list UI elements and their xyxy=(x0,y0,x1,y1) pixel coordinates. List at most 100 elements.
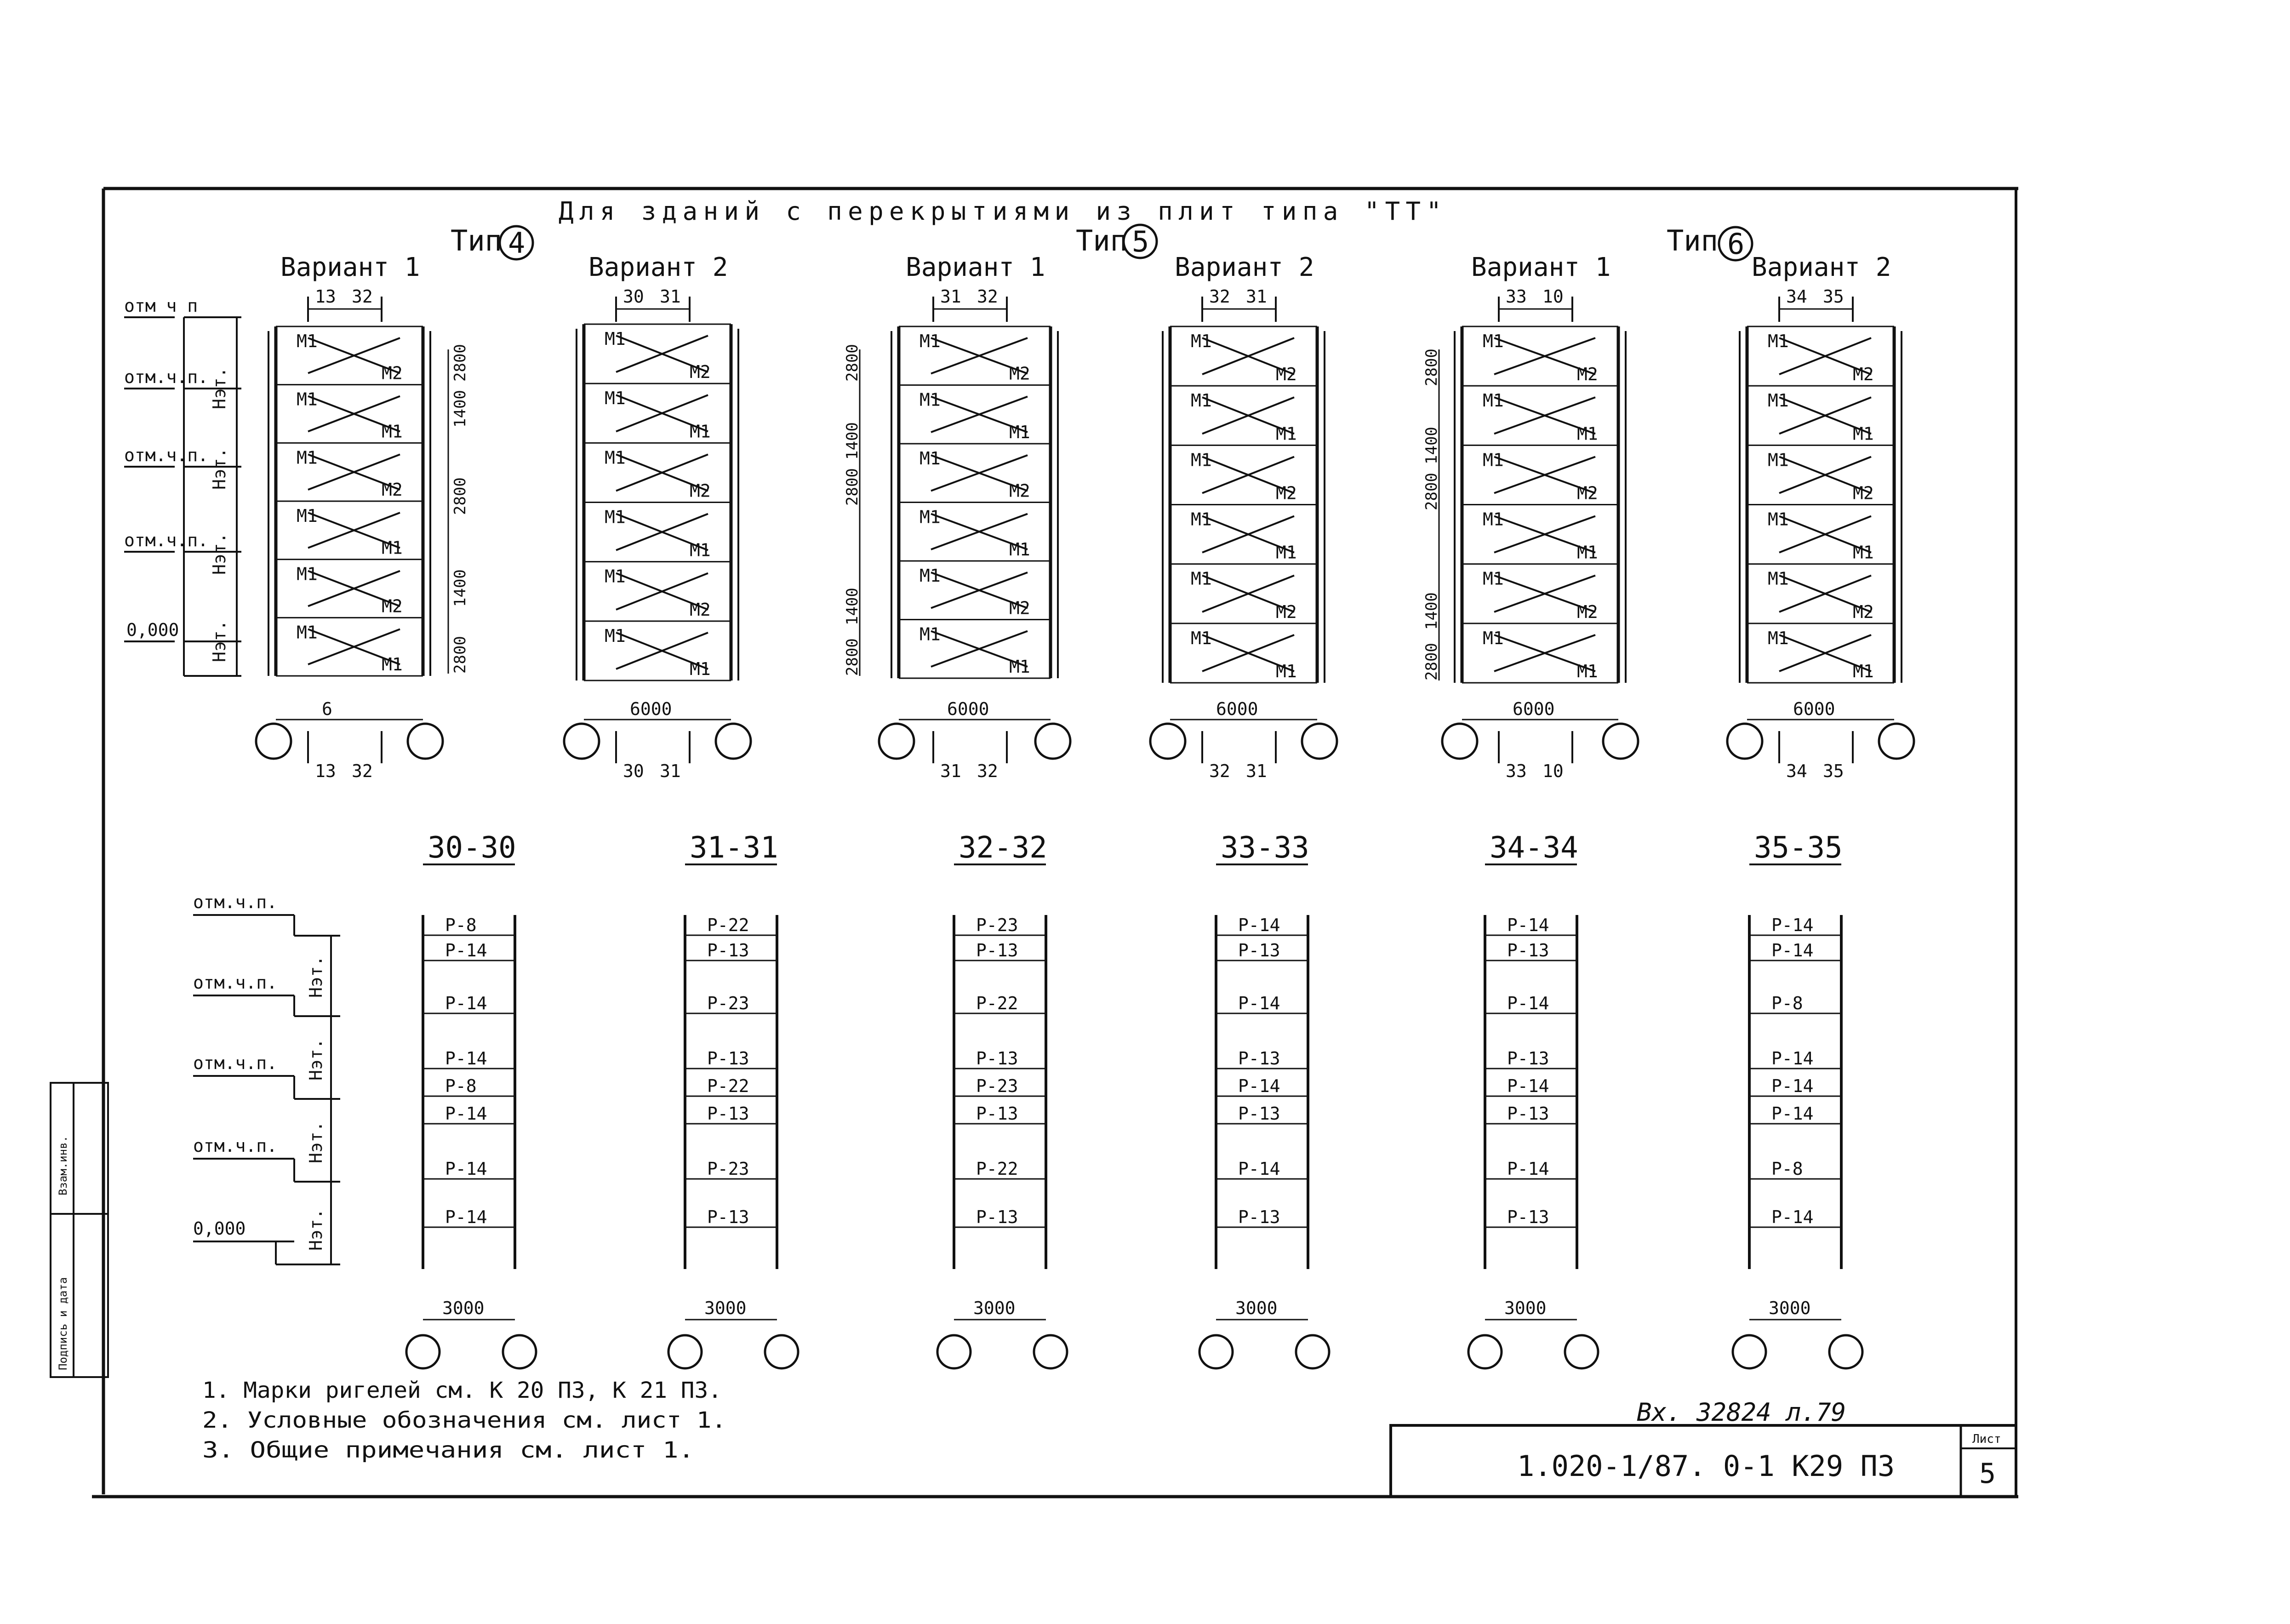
brace-label-m1: М1 xyxy=(1768,331,1789,351)
section-axis-bubble-right xyxy=(1828,1334,1864,1370)
type-5-number: 5 xyxy=(1132,225,1149,258)
beam-label: Р-13 xyxy=(1238,1048,1280,1069)
brace-label-m1: М1 xyxy=(1768,390,1789,411)
upper-elev-4: отм.ч.п. xyxy=(124,530,208,550)
cut-label-top-left: 30 xyxy=(623,286,644,307)
cut-label-bottom-right: 32 xyxy=(352,761,373,781)
section-axis-bubble-right xyxy=(502,1334,537,1370)
section-span-label: 3000 xyxy=(1769,1298,1811,1318)
brace-label-m2: М2 xyxy=(382,363,403,383)
type-4-number: 4 xyxy=(508,226,525,260)
brace-label-m2: М2 xyxy=(1009,481,1030,501)
cut-label-bottom-right: 35 xyxy=(1823,761,1844,781)
brace-label-m2: М1 xyxy=(690,540,711,560)
frame-variant-label: Вариант 2 xyxy=(1752,252,1891,282)
beam-label: Р-14 xyxy=(1238,1076,1280,1096)
type-4-label: Тип xyxy=(451,224,502,257)
cut-label-bottom-right: 31 xyxy=(1246,761,1267,781)
section-axis-bubble-left xyxy=(1731,1334,1767,1370)
brace-label-m2: М2 xyxy=(1577,602,1598,622)
brace-diagonal xyxy=(1202,574,1295,613)
brace-diagonal xyxy=(308,395,400,433)
axis-bubble-left xyxy=(1726,722,1764,760)
upper-elev-2: отм.ч.п. xyxy=(124,367,208,387)
brace-diagonal xyxy=(308,570,400,607)
axis-bubble-right xyxy=(1034,722,1072,760)
brace-label-m1: М1 xyxy=(1483,450,1504,470)
section-axis-bubble-left xyxy=(405,1334,441,1370)
brace-label-m2: М1 xyxy=(690,421,711,441)
cut-label-bottom-right: 32 xyxy=(977,761,998,781)
section-axis-bubble-right xyxy=(1033,1334,1068,1370)
beam-label: Р-14 xyxy=(1771,940,1814,961)
cut-label-top-left: 31 xyxy=(940,286,961,307)
brace-label-m2: М1 xyxy=(690,659,711,679)
beam-label: Р-13 xyxy=(1507,1207,1549,1227)
brace-label-m2: М2 xyxy=(1853,364,1874,384)
span-dim-label: 6000 xyxy=(1216,699,1258,719)
upper-elev-zero: 0,000 xyxy=(126,620,179,640)
section-title: 32-32 xyxy=(959,831,1047,865)
section-axis-bubble-right xyxy=(764,1334,800,1370)
axis-bubble-right xyxy=(1602,722,1639,760)
brace-label-m1: М1 xyxy=(297,622,318,642)
brace-label-m2: М2 xyxy=(1009,598,1030,618)
frame-variant-label: Вариант 1 xyxy=(1471,252,1610,282)
brace-label-m1: М1 xyxy=(919,566,941,586)
registration-mark: Вх. 32824 л.79 xyxy=(1637,1398,1846,1427)
section-axis-bubble-right xyxy=(1564,1334,1599,1370)
stamp-strip xyxy=(50,1082,109,1378)
brace-diagonal xyxy=(1494,515,1596,554)
cut-label-bottom-left: 31 xyxy=(940,761,961,781)
brace-label-m2: М2 xyxy=(690,362,711,382)
cut-label-bottom-left: 13 xyxy=(315,761,336,781)
frame-variant-label: Вариант 1 xyxy=(906,252,1045,282)
upper-hst-2: Нэт. xyxy=(209,447,229,490)
cut-label-top-left: 32 xyxy=(1209,286,1230,307)
beam-label: Р-14 xyxy=(1771,1048,1814,1069)
type-6-label: Тип xyxy=(1667,224,1718,257)
brace-label-m1: М1 xyxy=(297,389,318,410)
brace-label-m2: М1 xyxy=(382,538,403,558)
dim-b-3: 2800 xyxy=(843,468,862,506)
beam-label: Р-8 xyxy=(445,915,477,935)
brace-diagonal xyxy=(1494,456,1596,494)
cut-label-bottom-left: 32 xyxy=(1209,761,1230,781)
brace-label-m1: М1 xyxy=(1483,509,1504,530)
cut-label-bottom-left: 33 xyxy=(1506,761,1527,781)
brace-label-m2: М1 xyxy=(382,654,403,675)
title-block-code: 1.020-1/87. 0-1 К29 ПЗ xyxy=(1517,1449,1895,1483)
brace-diagonal xyxy=(1202,634,1295,672)
brace-label-m1: М1 xyxy=(1768,628,1789,648)
brace-label-m1: М1 xyxy=(1191,450,1212,470)
lower-elev-2: отм.ч.п. xyxy=(193,972,277,993)
brace-label-m2: М2 xyxy=(1577,483,1598,503)
type-6-mark: Тип 6 xyxy=(1667,224,1753,262)
type-6-number: 6 xyxy=(1727,227,1744,261)
brace-label-m2: М1 xyxy=(382,421,403,441)
beam-label: Р-14 xyxy=(1771,1207,1814,1227)
brace-label-m1: М1 xyxy=(297,564,318,584)
brace-label-m1: М1 xyxy=(1191,628,1212,648)
cut-label-top-right: 31 xyxy=(660,286,681,307)
axis-bubble-right xyxy=(406,722,444,760)
upper-elev-1: отм ч п xyxy=(124,296,198,316)
section-title: 33-33 xyxy=(1221,831,1309,865)
brace-label-m2: М1 xyxy=(1577,661,1598,681)
beam-label: Р-13 xyxy=(1507,940,1549,961)
brace-label-m1: М1 xyxy=(605,447,626,468)
type-4-mark: Тип 4 xyxy=(451,224,534,261)
axis-bubble-right xyxy=(1878,722,1915,760)
beam-label: Р-23 xyxy=(707,1159,749,1179)
beam-label: Р-14 xyxy=(445,1159,487,1179)
brace-diagonal xyxy=(308,512,400,549)
brace-diagonal xyxy=(308,453,400,491)
brace-diagonal xyxy=(1779,396,1872,435)
brace-label-m1: М1 xyxy=(919,507,941,527)
beam-label: Р-14 xyxy=(1238,1159,1280,1179)
axis-bubble-left xyxy=(255,722,292,760)
beam-label: Р-8 xyxy=(1771,1159,1803,1179)
